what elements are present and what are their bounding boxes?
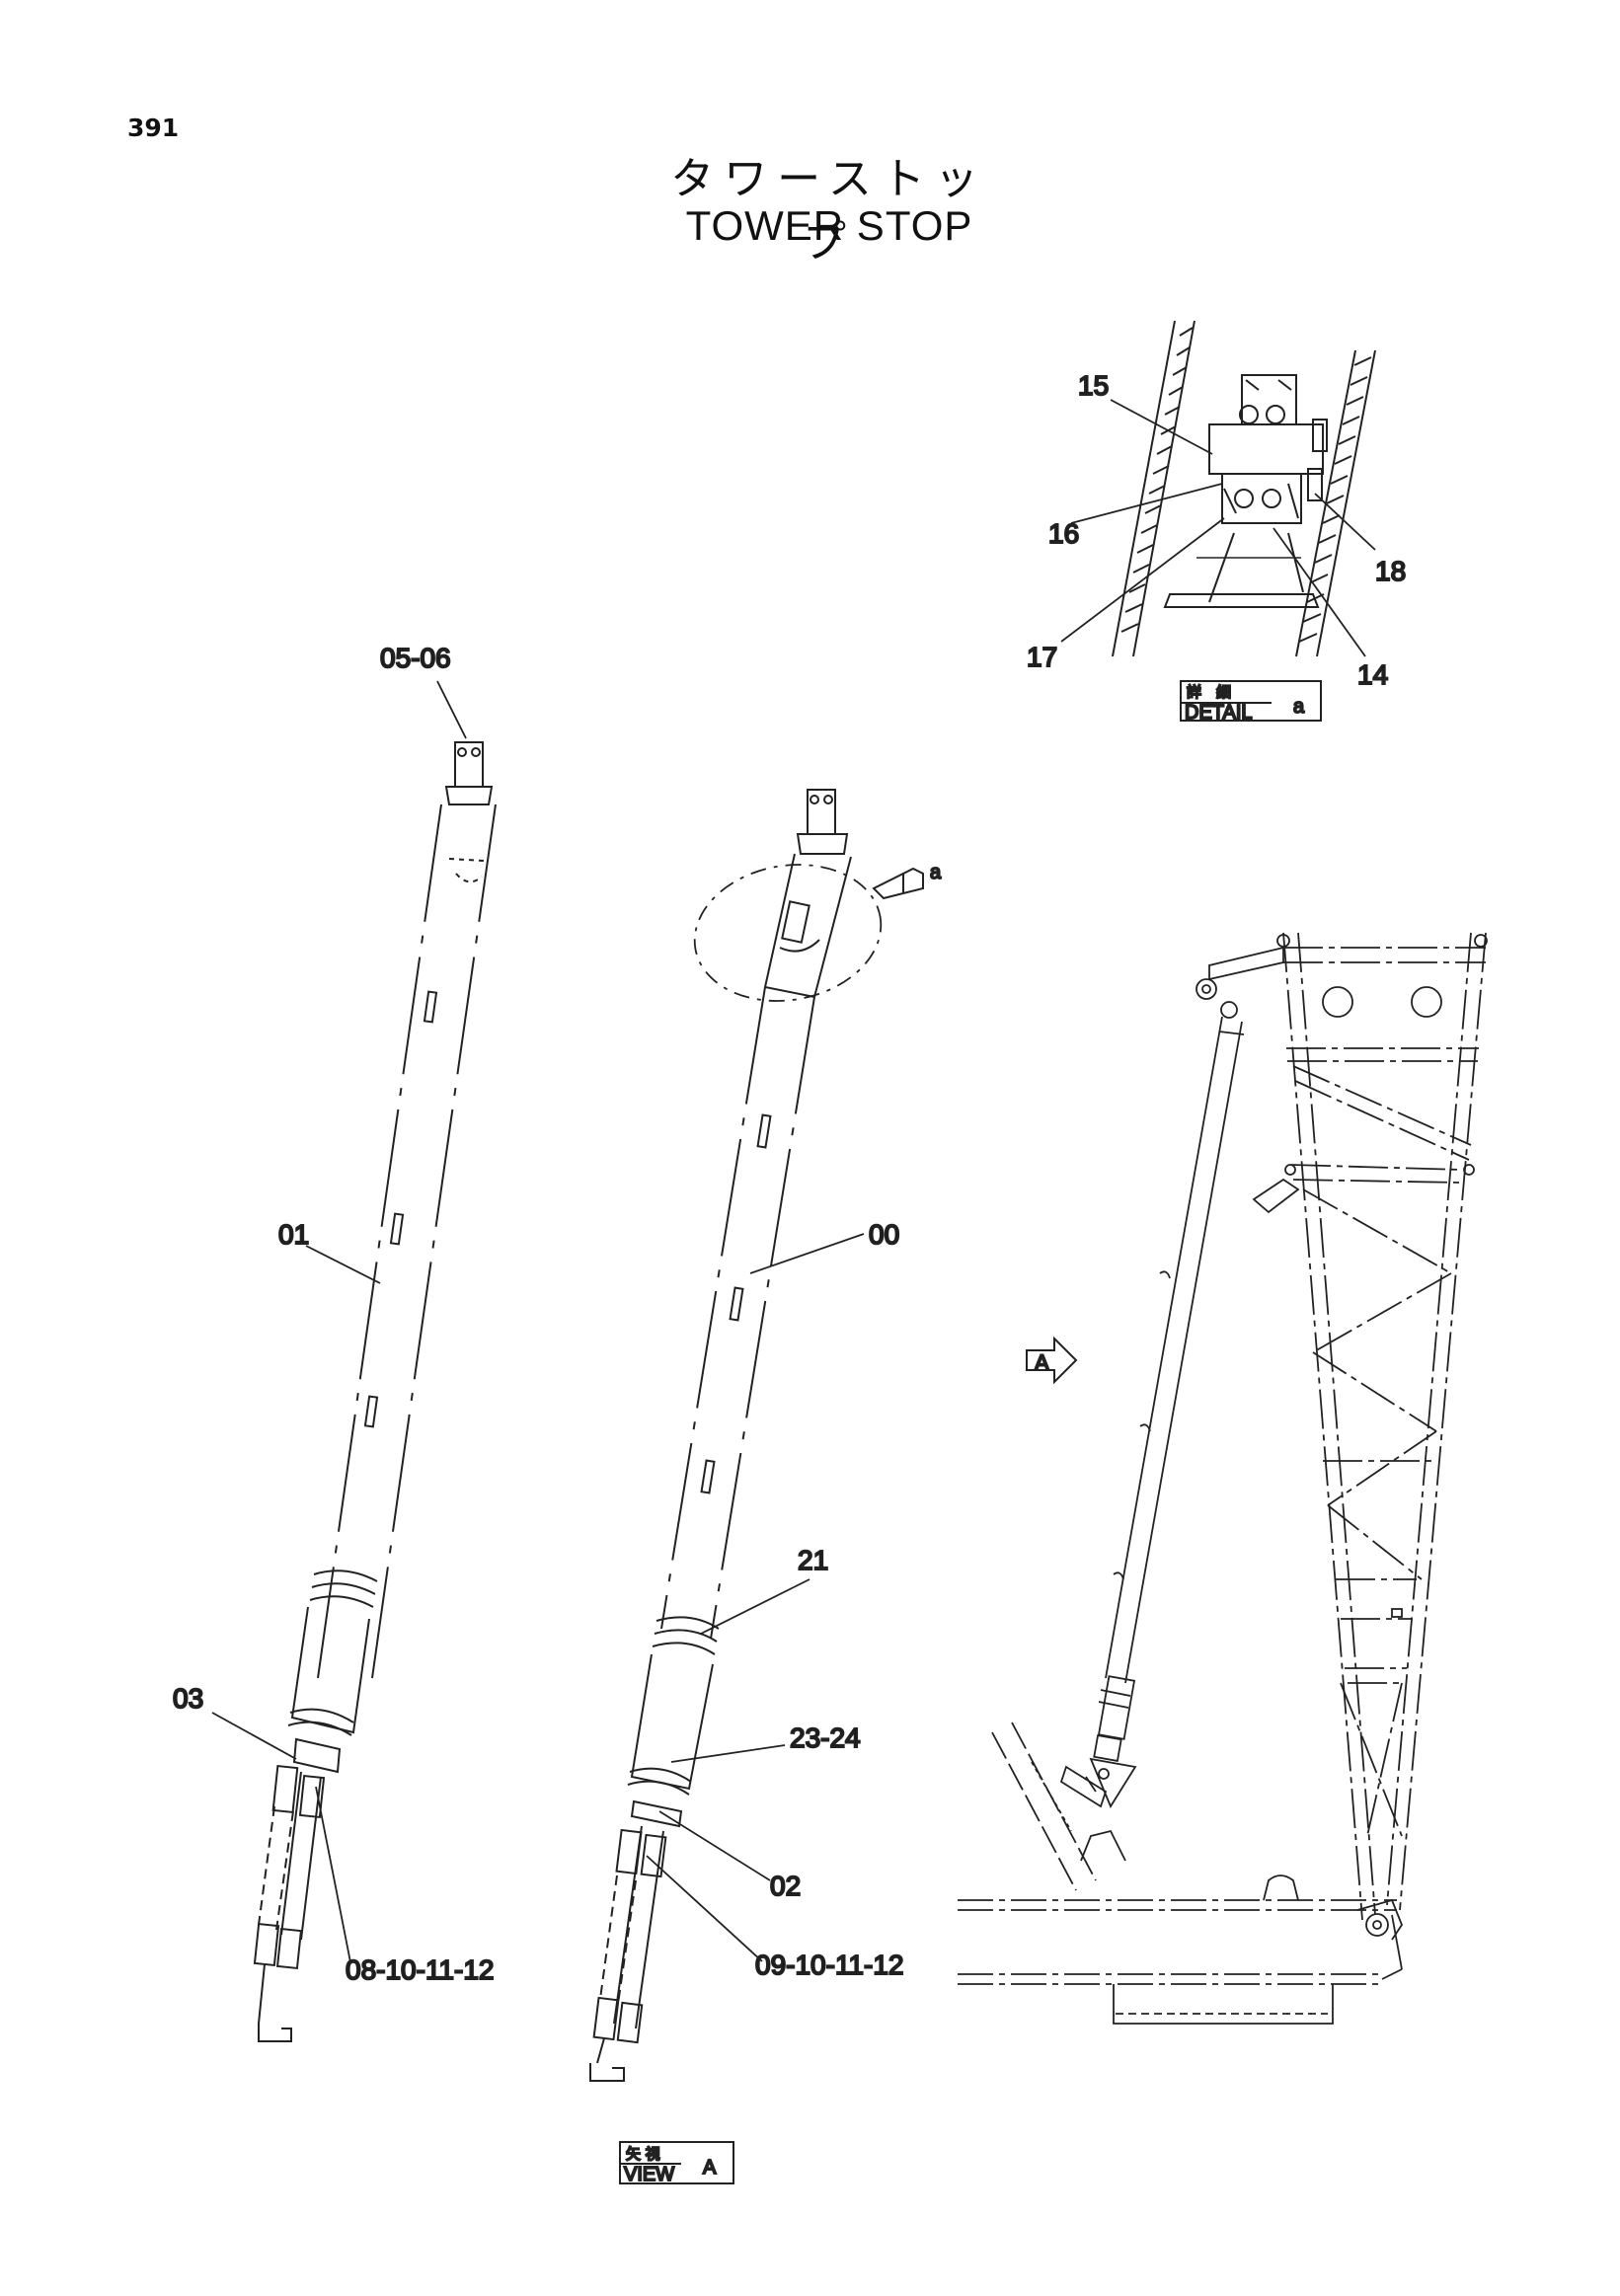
callout-00: 00: [869, 1219, 899, 1250]
callout-14: 14: [1357, 659, 1388, 690]
page-number: 391: [127, 114, 180, 142]
callout-23-24: 23-24: [790, 1722, 861, 1753]
title-japanese: タワーストップ: [670, 154, 988, 268]
view-box-jp: 矢 視: [626, 2145, 660, 2163]
right-wall: [1295, 349, 1376, 657]
left-wall: [1112, 320, 1196, 657]
tower-stop-rod-left: [253, 741, 497, 2042]
view-box: [619, 2141, 734, 2184]
callout-16: 16: [1048, 518, 1079, 549]
callout-08-10-11-12: 08-10-11-12: [346, 1954, 494, 1985]
roller-assembly: [1163, 374, 1328, 608]
view-box-en: VIEW: [624, 2164, 674, 2185]
callout-21: 21: [798, 1545, 828, 1575]
detail-box-en: DETAIL: [1185, 702, 1253, 724]
callout-18: 18: [1375, 556, 1406, 586]
tower-stop-rod-middle: [589, 789, 924, 2082]
callout-05-06: 05-06: [380, 643, 451, 673]
crane-tower-view: [958, 932, 1488, 2025]
view-marker-a: A: [1035, 1350, 1049, 1375]
callout-15: 15: [1078, 370, 1109, 401]
callout-ref-a: a: [930, 862, 942, 883]
detail-box-ref: a: [1293, 696, 1305, 718]
detail-a-view: [1060, 320, 1376, 722]
title-english: TOWER STOP: [685, 202, 973, 249]
rod-leaders: [211, 680, 865, 1963]
view-box-ref: A: [703, 2157, 717, 2179]
callout-17: 17: [1027, 642, 1057, 672]
callout-01: 01: [278, 1219, 309, 1250]
detail-leaders: [1060, 399, 1376, 657]
detail-box-jp: 詳 細: [1187, 683, 1231, 701]
callout-03: 03: [173, 1683, 203, 1714]
callout-02: 02: [770, 1871, 801, 1901]
callout-09-10-11-12: 09-10-11-12: [755, 1950, 903, 1980]
detail-box: [1180, 680, 1322, 722]
